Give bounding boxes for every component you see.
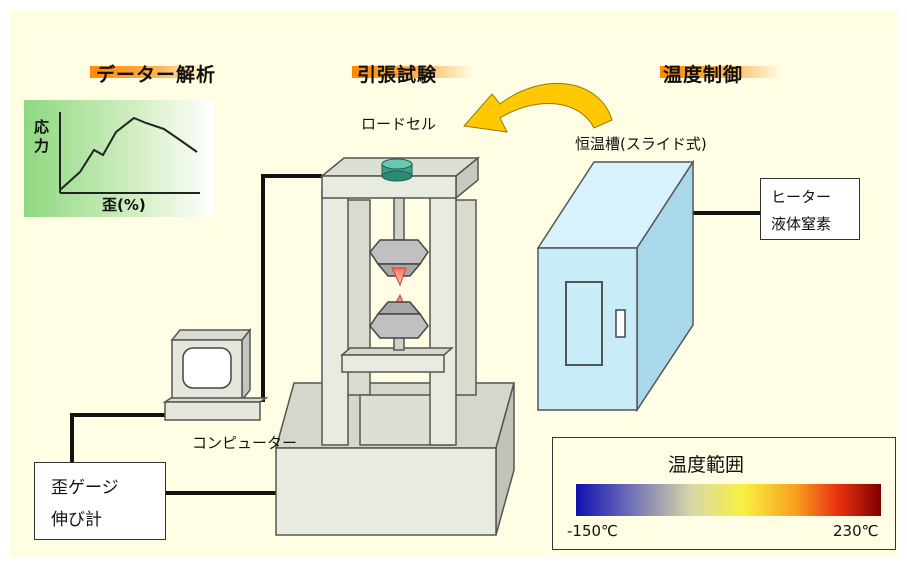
temperature-gradient-bar (576, 484, 881, 516)
temperature-max-label: 230℃ (833, 522, 879, 540)
graph-x-axis-label: 歪(%) (102, 196, 146, 214)
temperature-min-label: -150℃ (567, 522, 618, 540)
stress-strain-graph-panel (24, 100, 214, 217)
computer-label: コンピューター (192, 434, 298, 452)
header-tensile-test: 引張試験 (357, 64, 438, 86)
computer (162, 327, 269, 421)
monitor-screen (182, 347, 232, 389)
heater-nitrogen-box: ヒーター 液体窒素 (760, 178, 860, 240)
strain-gauge-box: 歪ゲージ 伸び計 (34, 462, 166, 540)
temperature-chamber (536, 159, 695, 413)
temperature-range-title: 温度範囲 (668, 454, 745, 476)
load-cell (381, 158, 413, 182)
chamber-handle (615, 309, 626, 338)
load-cell-label: ロードセル (361, 115, 437, 133)
specimen-upper (391, 267, 407, 287)
tensile-testing-machine (275, 156, 515, 536)
liquid-nitrogen-label: 液体窒素 (771, 215, 832, 233)
extensometer-label: 伸び計 (51, 510, 102, 530)
header-temperature-control: 温度制御 (663, 64, 744, 86)
heater-label: ヒーター (771, 188, 832, 206)
chamber-label: 恒温槽(スライド式) (575, 135, 707, 153)
slide-arrow (463, 82, 613, 133)
header-accent-temp (660, 66, 780, 78)
wire-computer-to-gauge (70, 413, 165, 462)
temperature-range-legend: 温度範囲 -150℃ 230℃ (552, 437, 896, 550)
header-data-analysis: データー解析 (96, 64, 217, 86)
connection-wires (70, 174, 760, 495)
graph-y-axis-label: 応力 (34, 118, 50, 155)
machine-base-front (275, 447, 497, 536)
header-accent-analysis (90, 66, 210, 78)
wire-machine-to-computer (261, 174, 322, 402)
strain-gauge-label: 歪ゲージ (51, 478, 119, 498)
moving-crosshead (341, 354, 445, 373)
header-accent-tensile (352, 66, 472, 78)
chamber-window (565, 281, 603, 366)
stress-strain-curve (59, 116, 198, 191)
computer-base (164, 401, 261, 421)
